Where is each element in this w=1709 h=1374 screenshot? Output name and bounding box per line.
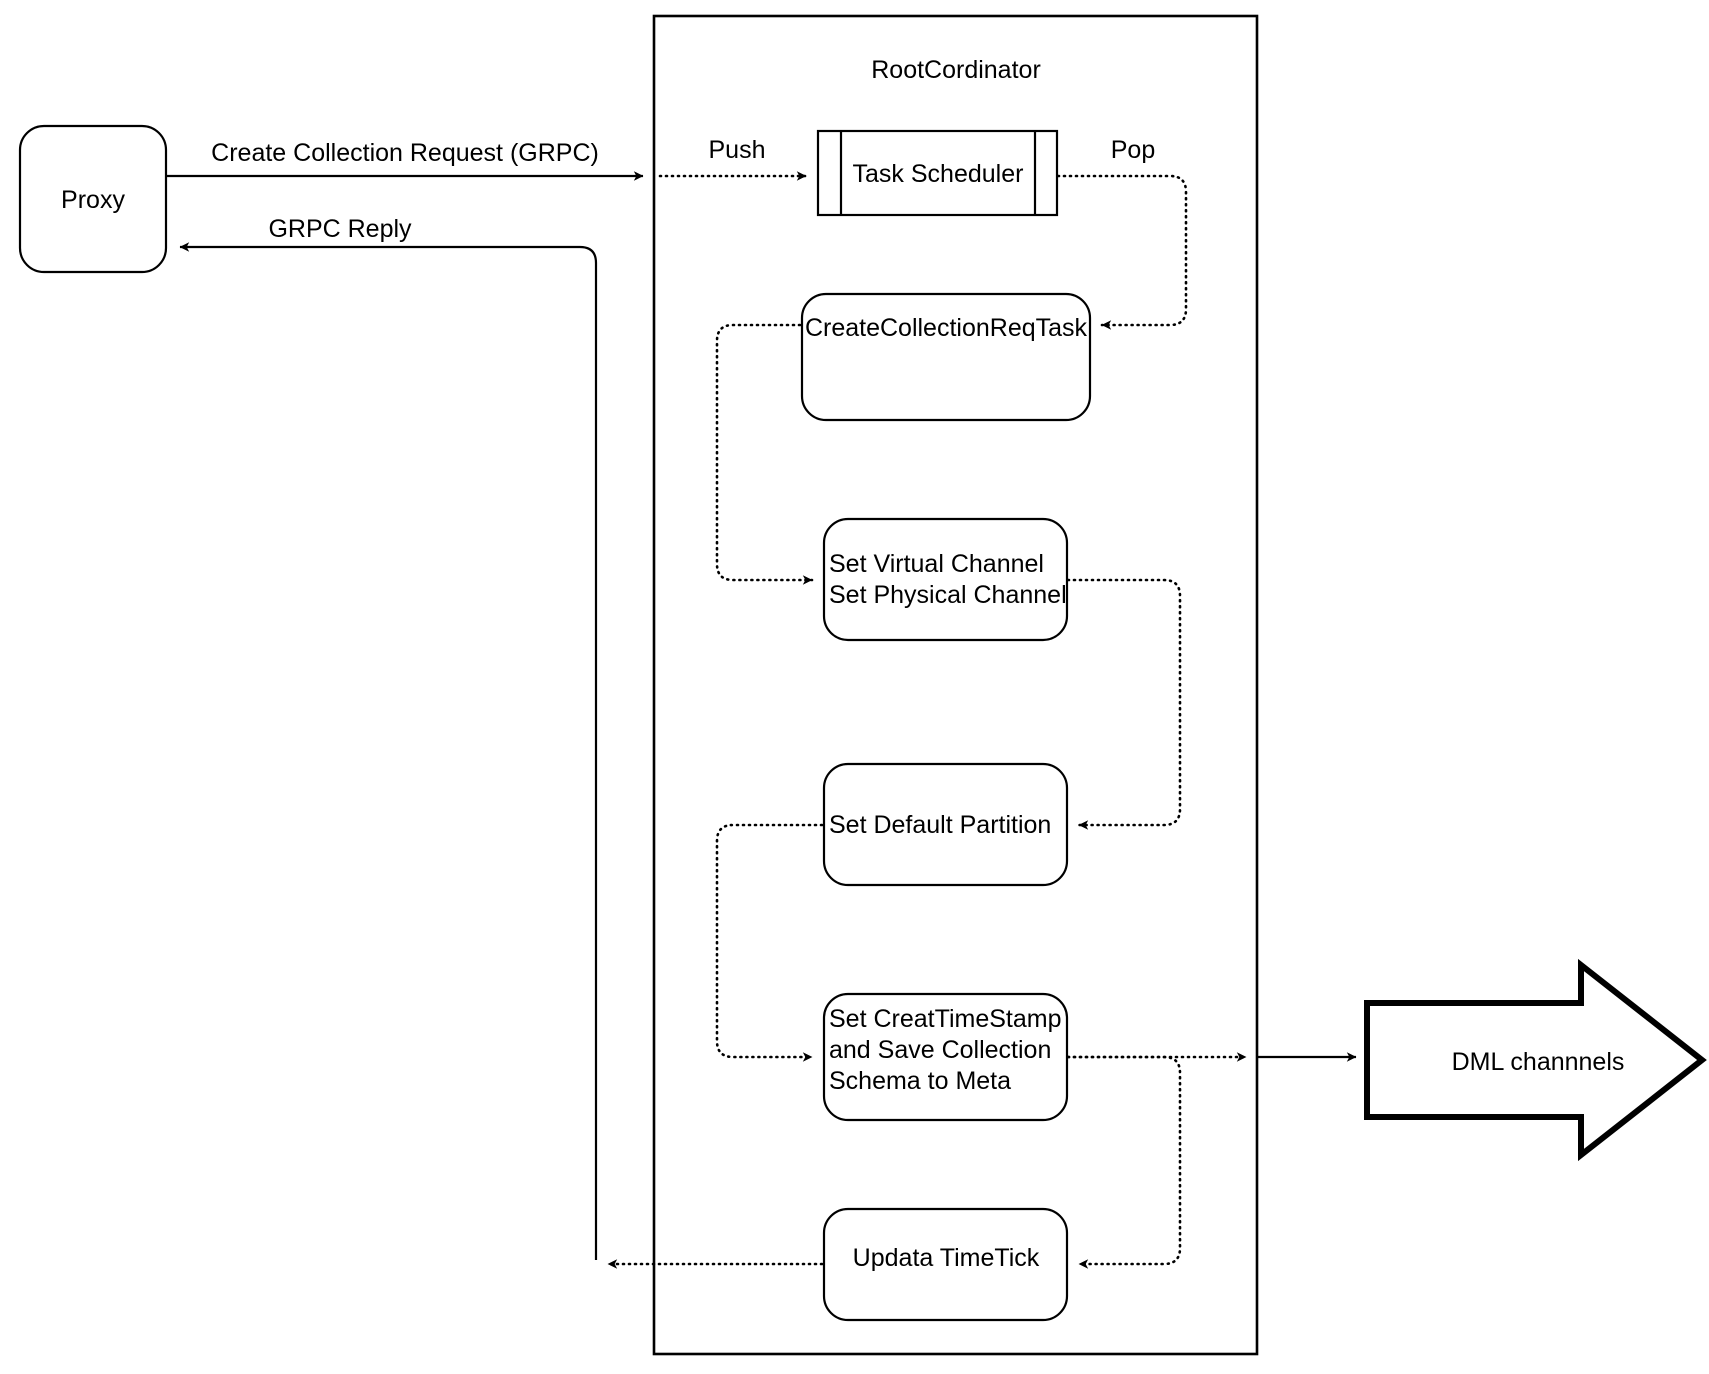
edge-push[interactable]: Push [658, 136, 808, 181]
root-coordinator-container[interactable]: RootCordinator [652, 14, 1259, 1356]
edge-task-to-channels-line [715, 323, 814, 585]
root-coordinator-border [652, 14, 1259, 1356]
dml-channels-shape [1364, 958, 1707, 1162]
set-create-timestamp-line3: Schema to Meta [829, 1067, 1011, 1095]
edge-pop-label: Pop [1111, 136, 1155, 164]
dml-channels-label: DML channnels [1452, 1048, 1625, 1076]
proxy-shape [18, 124, 168, 274]
edge-partition-to-timestamp-line [715, 823, 824, 1062]
set-default-partition-label: Set Default Partition [829, 811, 1051, 839]
edge-channels-to-partition[interactable] [1066, 578, 1182, 830]
edge-pop[interactable]: Pop [1056, 136, 1188, 330]
edge-grpc-reply-label: GRPC Reply [268, 215, 412, 243]
set-create-timestamp-line2: and Save Collection [829, 1036, 1051, 1064]
set-create-timestamp-node[interactable]: Set CreatTimeStamp and Save Collection S… [822, 992, 1069, 1122]
dml-channels-node[interactable]: DML channnels [1364, 958, 1707, 1162]
task-scheduler-label: Task Scheduler [853, 160, 1024, 188]
edge-partition-to-timestamp[interactable] [715, 823, 824, 1062]
root-coordinator-label: RootCordinator [871, 56, 1041, 84]
edge-push-label: Push [709, 136, 766, 164]
set-create-timestamp-line1: Set CreatTimeStamp [829, 1005, 1061, 1033]
edge-create-collection-request[interactable]: Create Collection Request (GRPC) [166, 139, 644, 181]
edge-task-to-channels[interactable] [715, 323, 814, 585]
create-collection-req-task-shape [800, 292, 1092, 422]
set-default-partition-shape [822, 762, 1069, 887]
set-physical-channel-label: Set Physical Channel [829, 581, 1067, 609]
edge-create-collection-request-label: Create Collection Request (GRPC) [211, 139, 599, 167]
set-channels-shape [822, 517, 1069, 642]
create-collection-req-task-node[interactable]: CreateCollectionReqTask [800, 292, 1092, 422]
edge-grpc-reply[interactable]: GRPC Reply [179, 215, 598, 1260]
set-default-partition-node[interactable]: Set Default Partition [822, 762, 1069, 887]
update-timetick-node[interactable]: Updata TimeTick [822, 1207, 1069, 1322]
edge-timestamp-to-timetick[interactable] [1066, 1055, 1182, 1269]
set-virtual-channel-label: Set Virtual Channel [829, 550, 1044, 578]
task-scheduler-shape [816, 129, 1059, 217]
edge-timestamp-to-timetick-line [1066, 1055, 1182, 1269]
edge-grpc-reply-line [179, 242, 598, 1260]
set-channels-node[interactable]: Set Virtual Channel Set Physical Channel [822, 517, 1069, 642]
proxy-node[interactable]: Proxy [18, 124, 168, 274]
task-scheduler-node[interactable]: Task Scheduler [816, 129, 1059, 217]
create-collection-req-task-label: CreateCollectionReqTask [805, 314, 1088, 342]
proxy-label: Proxy [61, 186, 125, 214]
edge-channels-to-partition-line [1066, 578, 1182, 830]
update-timetick-label: Updata TimeTick [853, 1244, 1040, 1272]
update-timetick-shape [822, 1207, 1069, 1322]
